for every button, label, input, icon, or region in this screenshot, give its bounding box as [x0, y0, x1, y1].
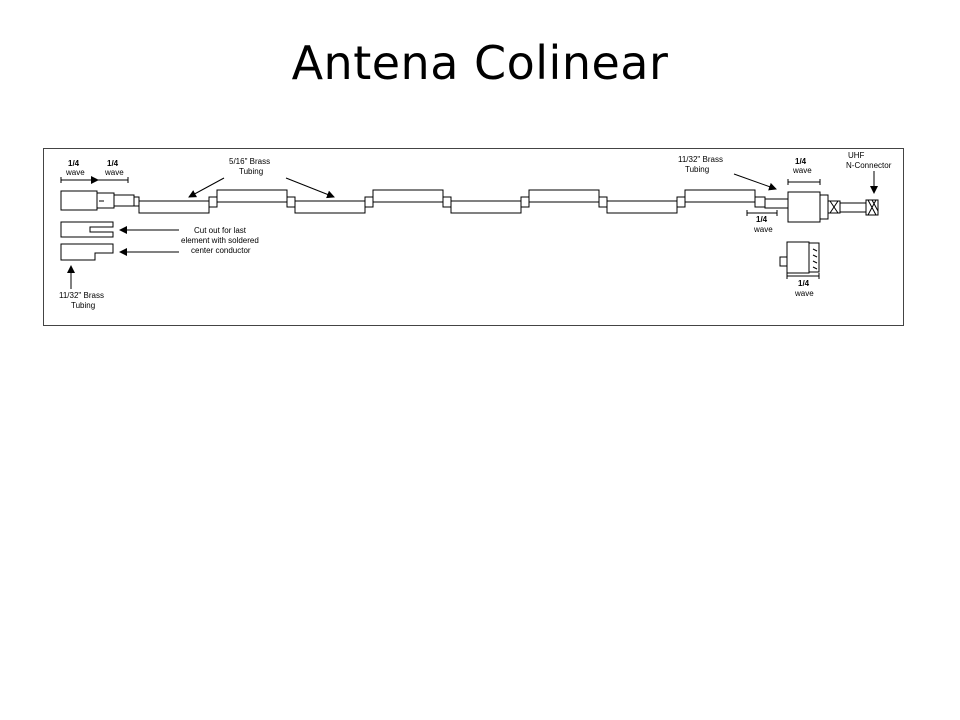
- dimension-line-sleeve: [787, 179, 821, 185]
- label-quarter-5: 1/4: [798, 279, 810, 288]
- label-1132-bottom-line1: 11/32" Brass: [59, 291, 104, 300]
- antenna-diagram: 1/4 wave 1/4 wave: [43, 148, 904, 326]
- label-quarter-3: 1/4: [795, 157, 807, 166]
- slide-title: Antena Colinear: [291, 36, 669, 90]
- dimension-lines-left: [60, 176, 129, 184]
- label-quarter-1: 1/4: [68, 159, 80, 168]
- sleeve-detail: [779, 241, 820, 274]
- label-uhf: UHF: [848, 151, 865, 160]
- label-1132-top-line2: Tubing: [685, 165, 709, 174]
- label-516-line2: Tubing: [239, 167, 263, 176]
- cutout-detail: [60, 221, 114, 261]
- label-n-connector: N-Connector: [846, 161, 892, 170]
- dimension-line-tube-end: [746, 210, 778, 216]
- label-quarter-2: 1/4: [107, 159, 119, 168]
- label-quarter-4: 1/4: [756, 215, 768, 224]
- label-cutout-line3: center conductor: [191, 246, 251, 255]
- label-wave-5: wave: [794, 289, 814, 298]
- label-wave-2: wave: [104, 168, 124, 177]
- brass-tube-chain: [133, 189, 789, 214]
- label-1132-top-line1: 11/32" Brass: [678, 155, 723, 164]
- end-element-left: [60, 190, 135, 211]
- arrow-516-right: [285, 177, 335, 199]
- arrow-1132-top: [733, 173, 777, 191]
- coax-sleeve: [787, 191, 879, 223]
- label-wave-3: wave: [792, 166, 812, 175]
- label-wave-1: wave: [65, 168, 85, 177]
- arrow-516-left: [188, 177, 225, 198]
- antenna-drawing: 1/4 wave 1/4 wave: [59, 151, 892, 310]
- label-cutout-line1: Cut out for last: [194, 226, 247, 235]
- label-516-line1: 5/16" Brass: [229, 157, 270, 166]
- label-wave-4: wave: [753, 225, 773, 234]
- label-1132-bottom-line2: Tubing: [71, 301, 95, 310]
- label-cutout-line2: element with soldered: [181, 236, 259, 245]
- dimension-line-detail: [786, 273, 820, 279]
